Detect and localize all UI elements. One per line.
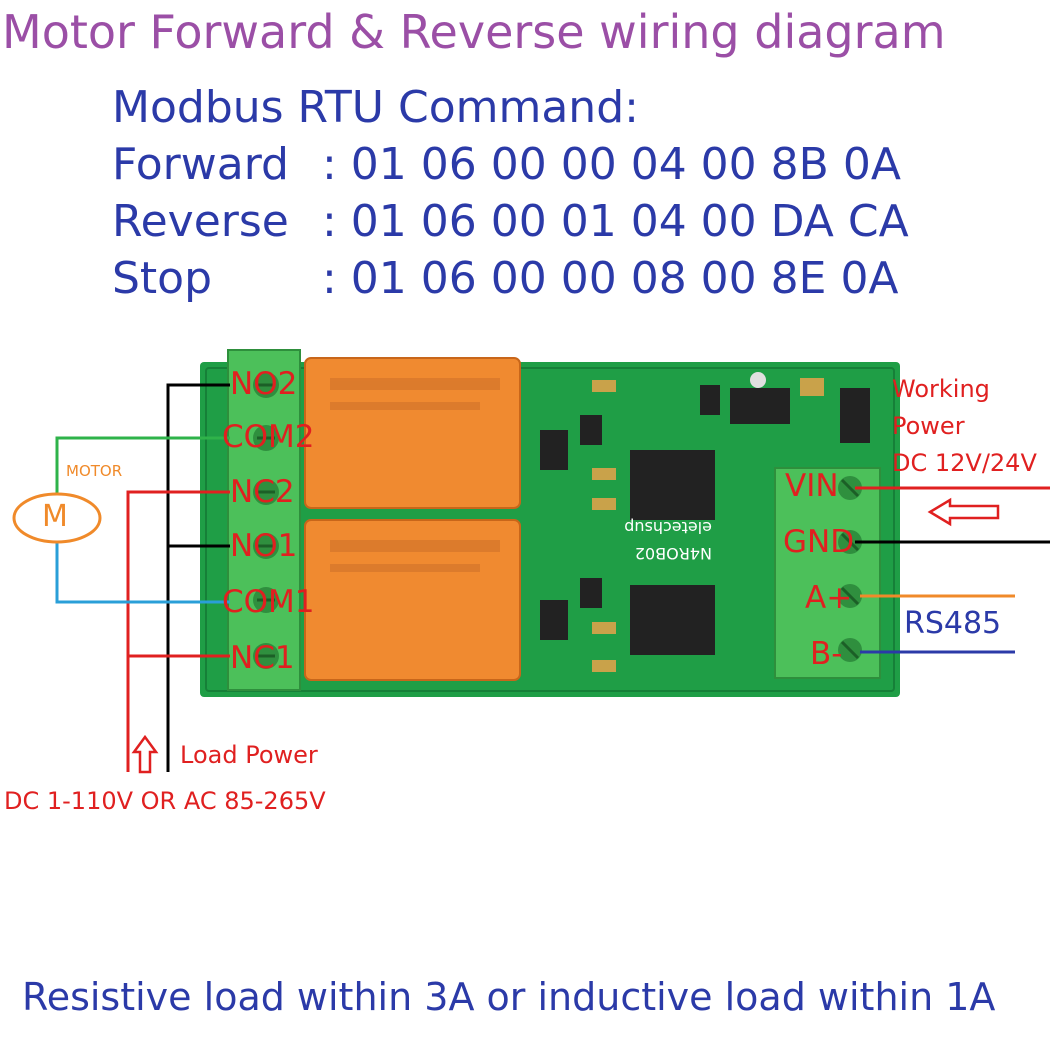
working-power-line2: Power (892, 412, 965, 440)
working-power-line1: Working (892, 375, 990, 403)
load-power-range: DC 1-110V OR AC 85-265V (4, 787, 326, 815)
ic-chip-1 (630, 450, 715, 520)
terminal-no1: NO1 (230, 528, 298, 564)
terminal-com2: COM2 (222, 419, 315, 455)
working-power-voltage: DC 12V/24V (892, 449, 1037, 477)
terminal-com1: COM1 (222, 584, 315, 620)
rs485-label: RS485 (904, 606, 1002, 641)
terminal-nc2: NC2 (230, 474, 295, 510)
load-rating-note: Resistive load within 3A or inductive lo… (22, 975, 996, 1019)
terminal-vin: VIN (785, 468, 839, 504)
relay-ch1 (304, 519, 521, 681)
wire-com1-cyan (55, 539, 230, 604)
power-terminal-block (774, 467, 881, 679)
wire-load-red (126, 490, 230, 772)
motor-m-symbol: M (42, 499, 68, 534)
motor-label: MOTOR (66, 462, 123, 480)
board-brand: eletechsup (624, 518, 712, 537)
command-label-stop: Stop (112, 253, 213, 304)
load-power-arrow-icon (131, 734, 159, 774)
wire-com2-green (55, 436, 230, 497)
diagram-title: Motor Forward & Reverse wiring diagram (2, 5, 946, 59)
load-power-label: Load Power (180, 741, 318, 769)
terminal-nc1: NC1 (230, 640, 295, 676)
command-label-forward: Forward (112, 139, 289, 190)
wire-load-black (166, 383, 230, 772)
ic-chip-2 (630, 585, 715, 655)
motor-symbol (12, 492, 102, 544)
command-label-reverse: Reverse (112, 196, 289, 247)
modbus-command-header: Modbus RTU Command: (112, 82, 639, 133)
relay-ch2 (304, 357, 521, 509)
terminal-no2: NO2 (230, 366, 298, 402)
relay-terminal-block (227, 349, 301, 691)
working-power-arrow-icon (927, 497, 1000, 527)
command-bytes-reverse: : 01 06 00 01 04 00 DA CA (322, 196, 909, 247)
terminal-gnd: GND (783, 524, 855, 560)
command-bytes-forward: : 01 06 00 00 04 00 8B 0A (322, 139, 901, 190)
board-model: N4ROB02 (635, 544, 712, 563)
terminal-b-minus: B- (810, 636, 843, 672)
command-bytes-stop: : 01 06 00 00 08 00 8E 0A (322, 253, 899, 304)
terminal-a-plus: A+ (805, 580, 853, 616)
